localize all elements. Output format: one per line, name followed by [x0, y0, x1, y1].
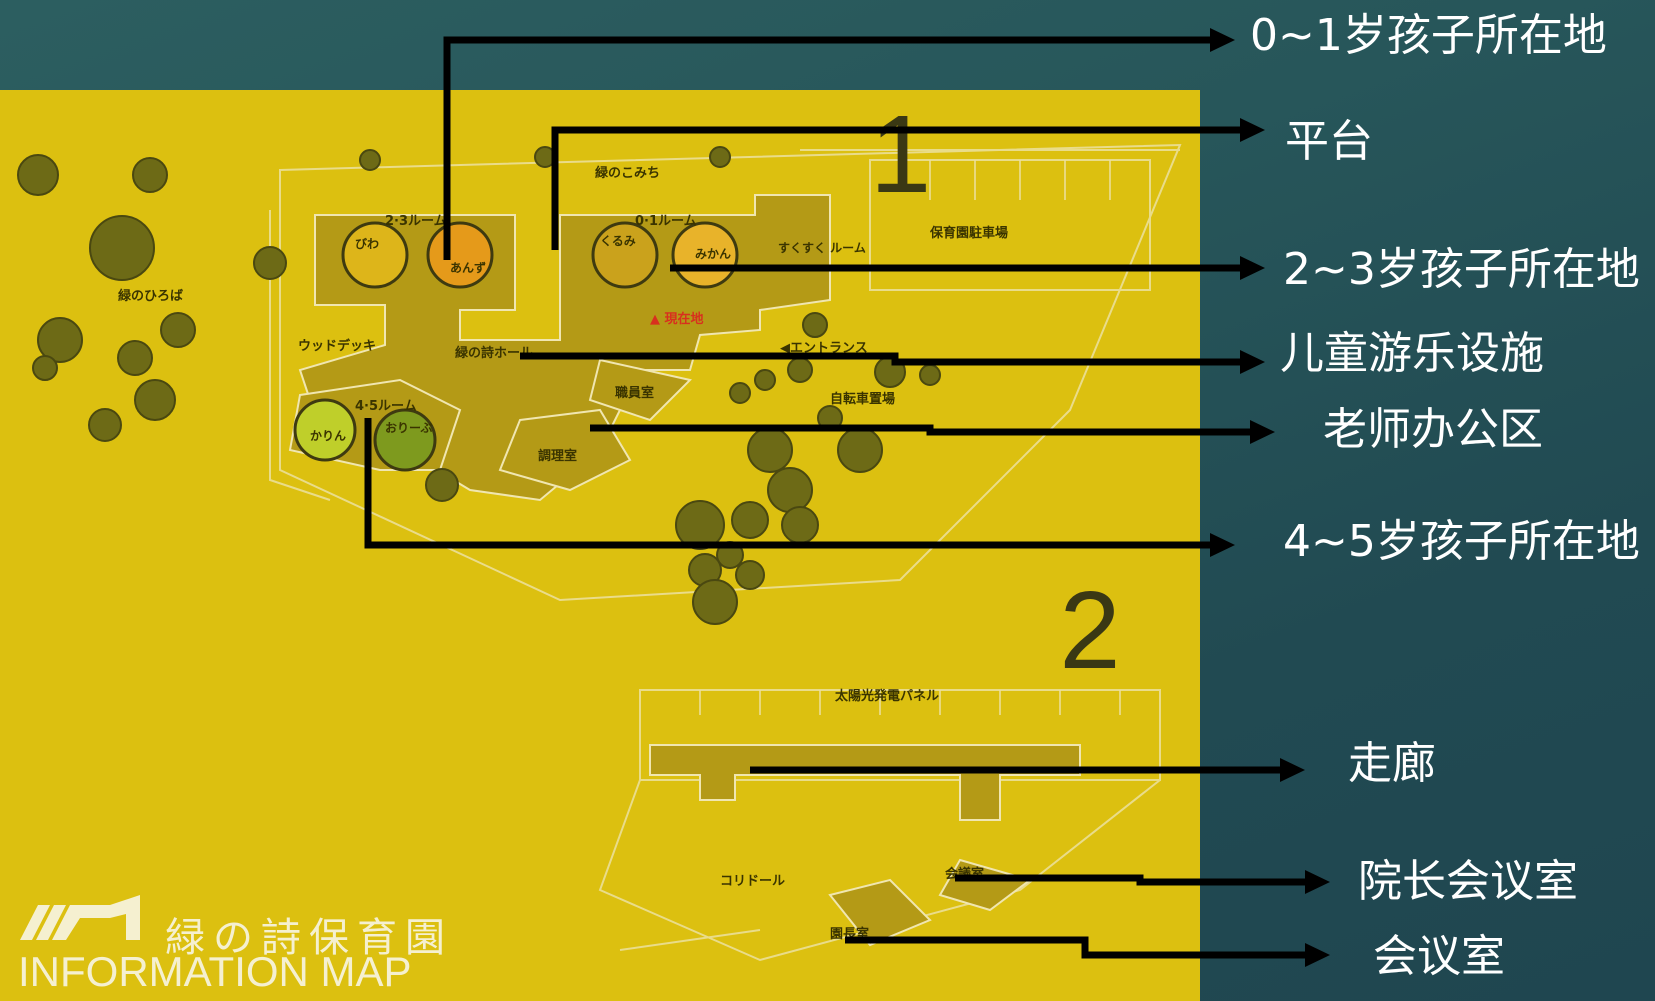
callout-corridor: 走廊: [1348, 738, 1436, 789]
label-corridor: コリドール: [720, 874, 785, 889]
site-outline: [269, 143, 1182, 962]
arrow-infant-area: [443, 36, 1215, 260]
label-karin: かりん: [310, 429, 346, 443]
label-biwa: びわ: [355, 236, 379, 251]
label-sukusuku: すくすく ルーム: [778, 241, 866, 255]
label-bicycle: 自転車置場: [830, 391, 895, 407]
logo-name: 緑の詩保育園: [165, 915, 453, 961]
trees: [17, 146, 941, 625]
label-kurumi: くるみ: [600, 234, 636, 248]
callout-play-facility: 儿童游乐设施: [1280, 328, 1544, 379]
annex-building: [649, 744, 1081, 947]
callout-meeting-room: 会议室: [1373, 931, 1505, 982]
label-room-01: 0·1ルーム: [635, 214, 697, 229]
label-staff-room: 職員室: [615, 385, 654, 401]
label-anzu: あんず: [450, 260, 486, 275]
callout-director-meeting: 院长会议室: [1358, 856, 1578, 907]
callout-infant-area: 0~1岁孩子所在地: [1250, 10, 1607, 61]
zone-number-2: 2: [1059, 569, 1120, 692]
label-hall: 緑の詩ホール: [455, 345, 533, 361]
arrow-teacher-office: [590, 424, 1255, 436]
label-room-23: 2·3ルーム: [385, 214, 447, 229]
label-entrance: ◀エントランス: [780, 341, 868, 356]
label-wood-deck: ウッドデッキ: [298, 338, 376, 354]
arrow-meeting-room: [845, 936, 1310, 959]
logo-subtitle: INFORMATION MAP: [18, 948, 412, 995]
label-genzaichi: ▲ 現在地: [650, 311, 704, 327]
label-mikan: みかん: [695, 247, 731, 261]
zone-number-1: 1: [870, 93, 931, 216]
label-solar: 太陽光発電パネル: [834, 688, 939, 704]
label-hiroba: 緑のひろば: [118, 288, 183, 304]
label-parking: 保育園駐車場: [929, 225, 1008, 241]
arrow-preschool-area: [364, 418, 1215, 549]
parking-grid: [699, 160, 1121, 715]
arrow-director-meeting: [955, 874, 1310, 886]
callout-platform: 平台: [1285, 116, 1373, 167]
callout-teacher-office: 老师办公区: [1323, 404, 1543, 455]
label-room-45: 4·5ルーム: [355, 399, 417, 414]
callout-toddler-area: 2~3岁孩子所在地: [1283, 244, 1640, 295]
callout-preschool-area: 4~5岁孩子所在地: [1283, 516, 1640, 567]
arrow-platform: [551, 126, 1245, 250]
logo-mark: [20, 895, 140, 940]
label-midori-komichi: 緑のこみち: [595, 165, 660, 181]
arrow-heads: [1210, 28, 1330, 967]
label-kitchen: 調理室: [538, 448, 577, 464]
arrow-play-facility: [520, 352, 1245, 366]
label-oriibu: おりーぶ: [385, 421, 433, 435]
room-circles: [293, 221, 739, 472]
callout-lines: [364, 36, 1310, 959]
